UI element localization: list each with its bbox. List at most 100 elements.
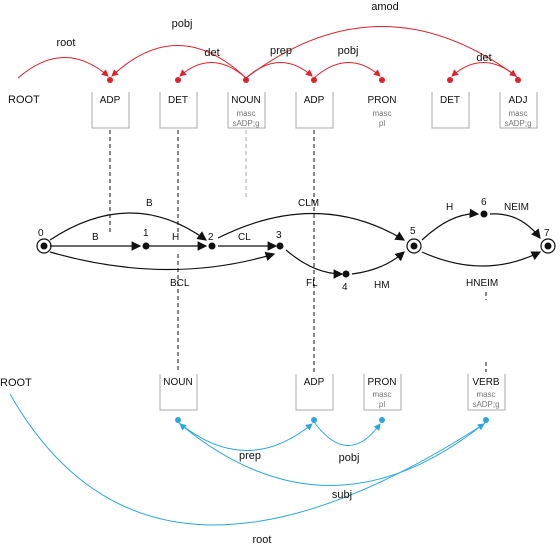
lattice-edge-label: BCL <box>170 278 190 289</box>
bottom-token-feature: masc <box>372 390 391 399</box>
lattice-edge-label: H <box>446 202 453 213</box>
lattice-edge-label: HNEIM <box>466 278 498 289</box>
top-token-feature: masc <box>236 109 255 118</box>
top-token-6: ADJ masc sADP;g <box>499 92 538 129</box>
lattice-node-number: 0 <box>38 228 44 239</box>
top-token-pos: DET <box>440 95 460 106</box>
lattice-edge <box>49 212 207 241</box>
bottom-alignment-lines <box>177 254 487 372</box>
bottom-token-0: NOUN <box>159 374 198 411</box>
bottom-arc-label: prep <box>239 450 261 462</box>
lattice-edge <box>421 208 480 241</box>
bottom-token-feature: masc <box>476 390 495 399</box>
lattice-nodes <box>36 210 556 278</box>
top-token-pos: DET <box>168 95 188 106</box>
top-token-feature: pl <box>379 119 385 128</box>
top-root-label: ROOT <box>8 94 40 106</box>
bottom-token-feature: sADP;g <box>472 400 499 409</box>
lattice-node-end <box>540 238 556 254</box>
top-arc-amod <box>245 26 517 79</box>
lattice-edges <box>49 208 542 279</box>
bottom-arc-root <box>9 393 485 526</box>
top-token-feature: masc <box>372 109 391 118</box>
lattice-node <box>342 270 350 278</box>
top-arc-label: root <box>57 37 76 49</box>
lattice-node-number: 6 <box>481 197 487 208</box>
lattice-node-number: 7 <box>544 228 550 239</box>
bottom-token-feature: pl <box>379 400 385 409</box>
lattice-edge <box>421 251 542 267</box>
top-token-pos: ADJ <box>509 95 528 106</box>
top-arc-label: det <box>204 47 219 59</box>
lattice-edge-label: HM <box>374 280 390 291</box>
lattice-node <box>208 242 216 250</box>
lattice-edge <box>489 213 541 239</box>
top-arc-det-2 <box>451 62 519 79</box>
top-token-4: PRON masc pl <box>363 92 402 129</box>
lattice-node <box>142 242 150 250</box>
top-token-pos: NOUN <box>231 95 260 106</box>
top-token-feature: masc <box>508 109 527 118</box>
top-arcs <box>17 26 519 79</box>
bottom-arc-label: subj <box>332 489 352 501</box>
top-token-1: DET <box>159 92 198 129</box>
bottom-token-1: ADP <box>295 374 334 411</box>
bottom-token-pos: ADP <box>304 377 325 388</box>
lattice-edge-label: CLM <box>298 198 319 209</box>
bottom-arc-prep <box>177 421 313 451</box>
lattice-node-number: 5 <box>410 226 416 237</box>
top-token-pos: ADP <box>100 95 121 106</box>
lattice-node <box>480 210 488 218</box>
top-token-dots <box>107 77 521 83</box>
top-token-pos: PRON <box>368 95 397 106</box>
bottom-arc-pobj <box>313 421 381 446</box>
lattice-node-number: 2 <box>208 232 214 243</box>
lattice-node <box>276 242 284 250</box>
bottom-arc-label: pobj <box>339 452 360 464</box>
top-token-0: ADP <box>91 92 130 129</box>
lattice-edge-label: B <box>92 232 99 243</box>
top-arc-det-1 <box>179 62 247 79</box>
lattice-edge <box>217 212 406 241</box>
bottom-arc-label: root <box>253 534 272 544</box>
top-arc-root <box>17 57 109 79</box>
top-alignment-lines <box>109 130 315 372</box>
top-arc-label: amod <box>371 1 399 13</box>
top-arc-pobj-1 <box>111 45 247 79</box>
lattice-node-start <box>36 238 52 254</box>
bottom-arc-subj <box>179 421 487 486</box>
bottom-arcs <box>9 393 487 526</box>
top-token-feature: sADP;g <box>504 119 531 128</box>
lattice-node-mid <box>406 238 422 254</box>
top-token-pos: ADP <box>304 95 325 106</box>
bottom-token-pos: PRON <box>368 377 397 388</box>
top-arc-label: pobj <box>338 45 359 57</box>
lattice-node-number: 1 <box>143 228 149 239</box>
lattice-edge-label: CL <box>238 232 251 243</box>
bottom-token-2: PRON masc pl <box>363 374 402 411</box>
lattice-edge-label: B <box>146 198 153 209</box>
top-token-2: NOUN masc sADP;g <box>227 92 266 129</box>
lattice-node-number: 3 <box>276 230 282 241</box>
lattice-edge <box>351 251 405 275</box>
lattice-edge-label: FL <box>306 278 318 289</box>
top-token-feature: sADP;g <box>232 119 259 128</box>
top-token-5: DET <box>431 92 470 129</box>
lattice-edge <box>49 251 276 271</box>
lattice-edge-label: H <box>172 232 179 243</box>
bottom-token-3: VERB masc sADP;g <box>467 374 506 411</box>
top-arc-label: pobj <box>172 18 193 30</box>
bottom-token-dots <box>175 417 489 423</box>
lattice-edge <box>285 249 344 279</box>
top-arc-label: prep <box>270 45 292 57</box>
top-arc-label: det <box>476 52 491 64</box>
bottom-root-label: ROOT <box>0 377 32 389</box>
lattice-node-number: 4 <box>342 282 348 293</box>
top-arc-pobj-2 <box>313 62 381 79</box>
lattice-edge-label: NEIM <box>504 202 529 213</box>
top-token-3: ADP <box>295 92 334 129</box>
bottom-token-pos: VERB <box>472 377 500 388</box>
bottom-token-pos: NOUN <box>163 377 192 388</box>
